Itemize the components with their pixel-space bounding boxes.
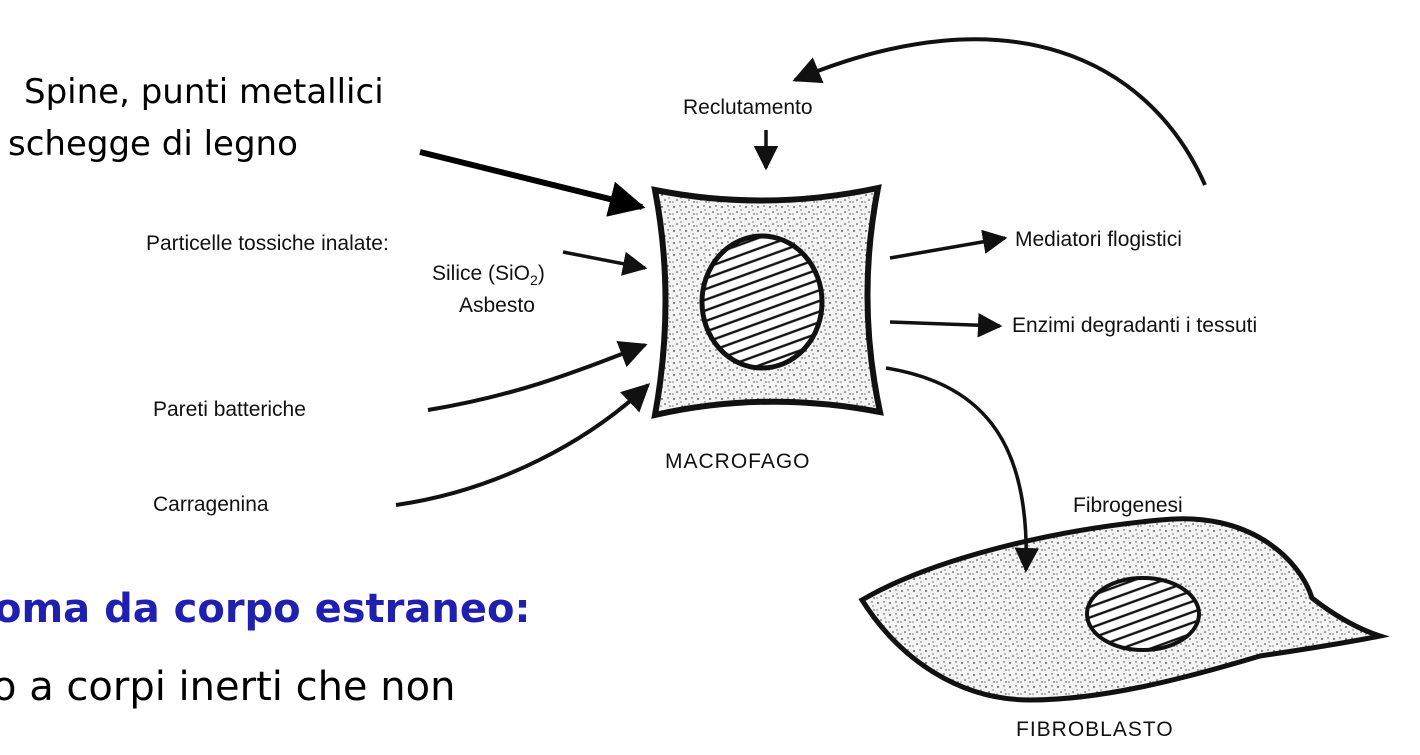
slide-body-text: o a corpi inerti che non — [0, 664, 456, 710]
foreign-body-label-line2: schegge di legno — [8, 124, 298, 164]
fibrogenesi-arrow — [885, 366, 1039, 573]
enzimi-label: Enzimi degradanti i tessuti — [1012, 314, 1258, 337]
particelle-arrow — [562, 250, 648, 276]
fibrogenesi-label: Fibrogenesi — [1073, 494, 1183, 517]
asbesto-label: Asbesto — [459, 294, 535, 317]
carragenina-arrow — [395, 383, 651, 507]
slide-heading: oma da corpo estraneo: — [0, 586, 531, 632]
pareti-label: Pareti batteriche — [153, 398, 306, 421]
mediatori-arrow — [889, 229, 1008, 260]
enzimi-arrow — [889, 312, 1003, 338]
macrofago-label: MACROFAGO — [665, 450, 811, 473]
mediatori-label: Mediatori flogistici — [1015, 228, 1182, 251]
particelle-label: Particelle tossiche inalate: — [146, 232, 389, 255]
foreign-body-arrow — [419, 149, 646, 217]
fibroblast-cell — [858, 516, 1390, 703]
foreign-body-label-line1: Spine, punti metallici — [24, 72, 384, 112]
foreign-body-label: Spine, punti metallici schegge di legno — [8, 66, 384, 170]
pareti-arrow — [427, 340, 648, 412]
fibroblasto-label: FIBROBLASTO — [1016, 718, 1174, 741]
silice-subscript: 2 — [530, 272, 538, 289]
silice-close: ) — [537, 262, 545, 285]
carragenina-label: Carragenina — [153, 493, 269, 516]
reclutamento-label: Reclutamento — [683, 96, 813, 119]
silice-text: Silice (SiO — [432, 262, 531, 285]
macrophage-cell — [651, 184, 884, 419]
silice-label: Silice (SiO2) — [432, 262, 545, 288]
recruitment-loop-arrow — [792, 37, 1207, 186]
